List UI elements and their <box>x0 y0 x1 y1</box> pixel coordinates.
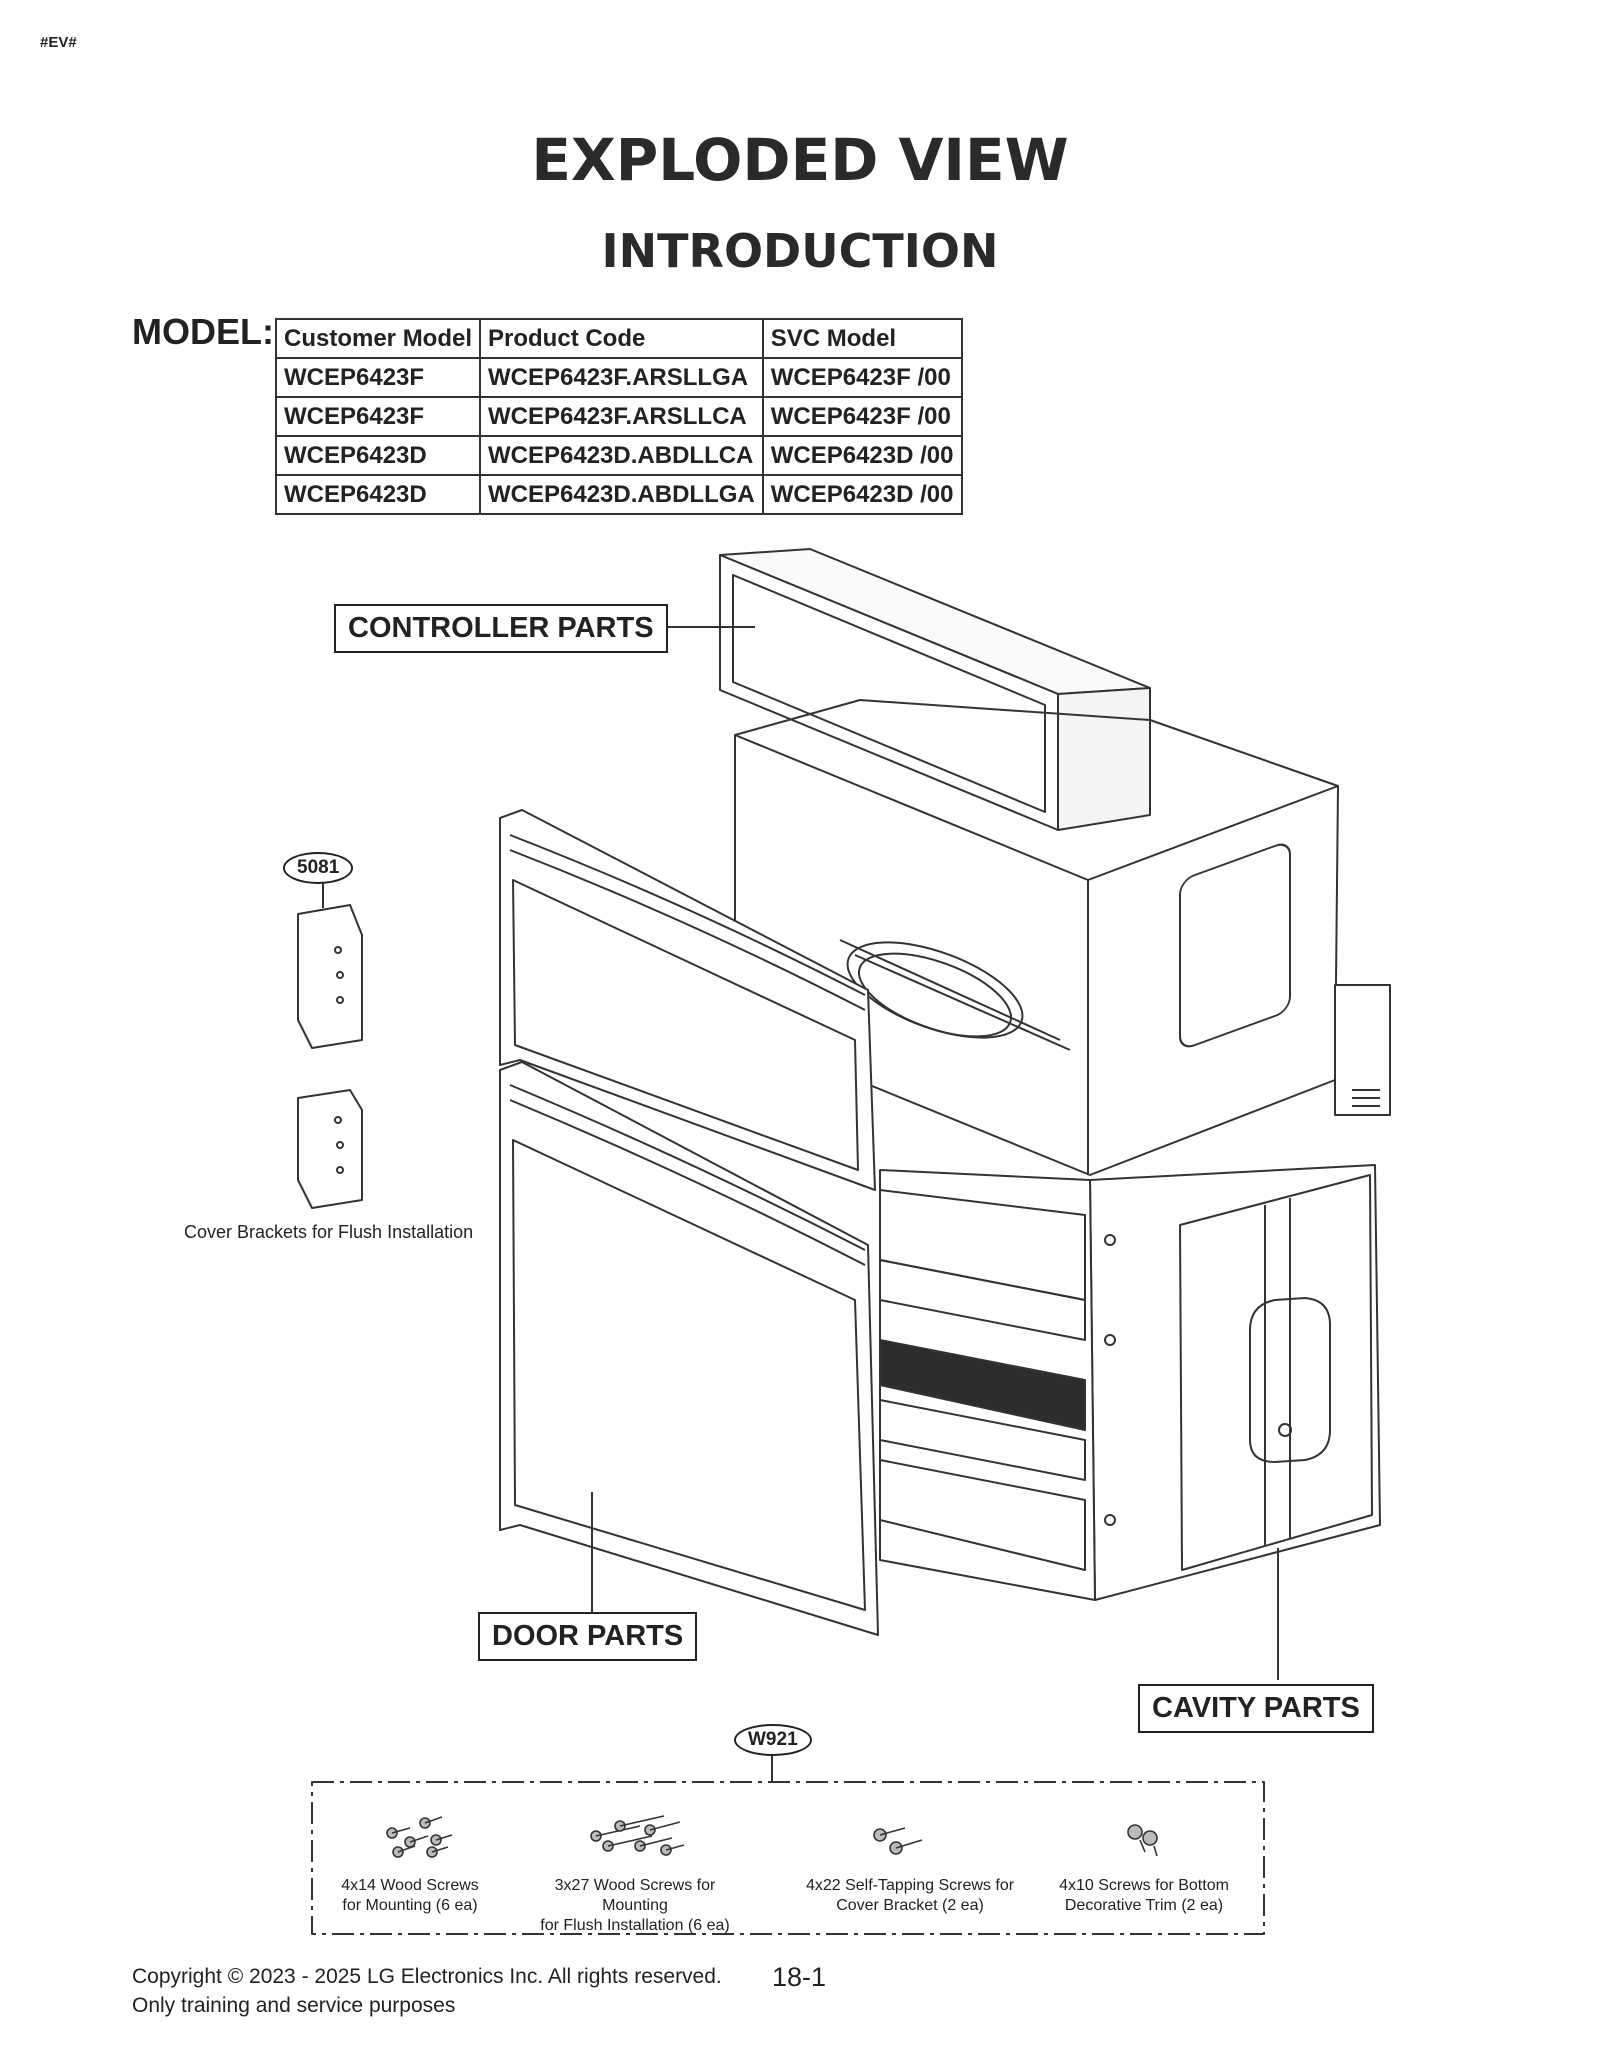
page-number: 18-1 <box>772 1962 827 1992</box>
table-cell: WCEP6423F <box>274 396 482 437</box>
upper-cavity-drawing <box>734 699 1391 1176</box>
usage-note: Only training and service purposes <box>132 1994 456 2017</box>
table-row: WCEP6423D WCEP6423D.ABDLLCA WCEP6423D /0… <box>274 435 963 476</box>
table-cell: WCEP6423D /00 <box>761 474 963 515</box>
table-cell: WCEP6423D <box>274 435 482 476</box>
table-row: WCEP6423D WCEP6423D.ABDLLGA WCEP6423D /0… <box>274 474 963 515</box>
screw-quantity: Decorative Trim (2 ea) <box>1064 1897 1224 1914</box>
screw-description: 4x14 Wood Screws <box>341 1877 479 1894</box>
table-cell: WCEP6423F.ARSLLGA <box>479 357 764 398</box>
table-row: WCEP6423F WCEP6423F.ARSLLCA WCEP6423F /0… <box>274 396 963 437</box>
screw-description: 3x27 Wood Screws for Mounting <box>554 1877 716 1914</box>
wood-screw-4x14-icon <box>386 1816 453 1858</box>
table-cell: WCEP6423F /00 <box>761 396 963 437</box>
model-label: MODEL: <box>132 311 274 352</box>
trim-screw-icon <box>1127 1824 1158 1857</box>
table-cell: WCEP6423D /00 <box>761 435 963 476</box>
screw-kit-box <box>311 1781 1265 1935</box>
lower-door-drawing <box>499 1061 879 1636</box>
lower-cavity-drawing <box>879 1164 1381 1601</box>
column-header: Product Code <box>479 318 764 359</box>
screw-item: 4x14 Wood Screws for Mounting (6 ea) <box>290 1876 530 1916</box>
table-cell: WCEP6423D.ABDLLGA <box>479 474 764 515</box>
screw-item: 3x27 Wood Screws for Mounting for Flush … <box>520 1876 750 1936</box>
screw-description: 4x10 Screws for Bottom <box>1059 1877 1229 1894</box>
wood-screw-3x27-icon <box>590 1815 685 1856</box>
upper-door-drawing <box>499 809 876 1191</box>
page-subtitle: INTRODUCTION <box>601 224 999 278</box>
bracket-part-callout: 5081 <box>283 852 354 884</box>
screw-item: 4x10 Screws for Bottom Decorative Trim (… <box>1024 1876 1264 1916</box>
model-table-header: Customer Model Product Code SVC Model <box>274 318 963 359</box>
table-cell: WCEP6423F <box>274 357 482 398</box>
door-parts-label: DOOR PARTS <box>478 1612 698 1661</box>
screw-item: 4x22 Self-Tapping Screws for Cover Brack… <box>790 1876 1030 1916</box>
screw-kit-callout: W921 <box>734 1724 812 1756</box>
model-table: Customer Model Product Code SVC Model WC… <box>274 318 963 515</box>
cavity-parts-label: CAVITY PARTS <box>1138 1684 1374 1733</box>
column-header: Customer Model <box>274 318 482 359</box>
copyright-text: Copyright © 2023 - 2025 LG Electronics I… <box>132 1965 722 1988</box>
controller-parts-label: CONTROLLER PARTS <box>334 604 668 653</box>
page-title: EXPLODED VIEW <box>531 126 1069 194</box>
table-row: WCEP6423F WCEP6423F.ARSLLGA WCEP6423F /0… <box>274 357 963 398</box>
self-tapping-screw-icon <box>873 1827 923 1855</box>
screw-quantity: for Mounting (6 ea) <box>342 1897 478 1914</box>
table-cell: WCEP6423D <box>274 474 482 515</box>
screw-icons <box>386 1815 1158 1858</box>
screw-description: 4x22 Self-Tapping Screws for <box>805 1877 1015 1894</box>
table-cell: WCEP6423F /00 <box>761 357 963 398</box>
column-header: SVC Model <box>761 318 963 359</box>
screw-quantity: Cover Bracket (2 ea) <box>836 1897 984 1914</box>
controller-panel-drawing <box>719 548 1151 831</box>
table-cell: WCEP6423F.ARSLLCA <box>479 396 764 437</box>
table-cell: WCEP6423D.ABDLLCA <box>479 435 764 476</box>
footer-copyright: Copyright © 2023 - 2025 LG Electronics I… <box>132 1962 722 2020</box>
page-tag: #EV# <box>40 34 77 51</box>
bracket-caption: Cover Brackets for Flush Installation <box>184 1222 474 1242</box>
screw-quantity: for Flush Installation (6 ea) <box>540 1917 730 1934</box>
cover-bracket-drawing <box>297 904 363 1209</box>
